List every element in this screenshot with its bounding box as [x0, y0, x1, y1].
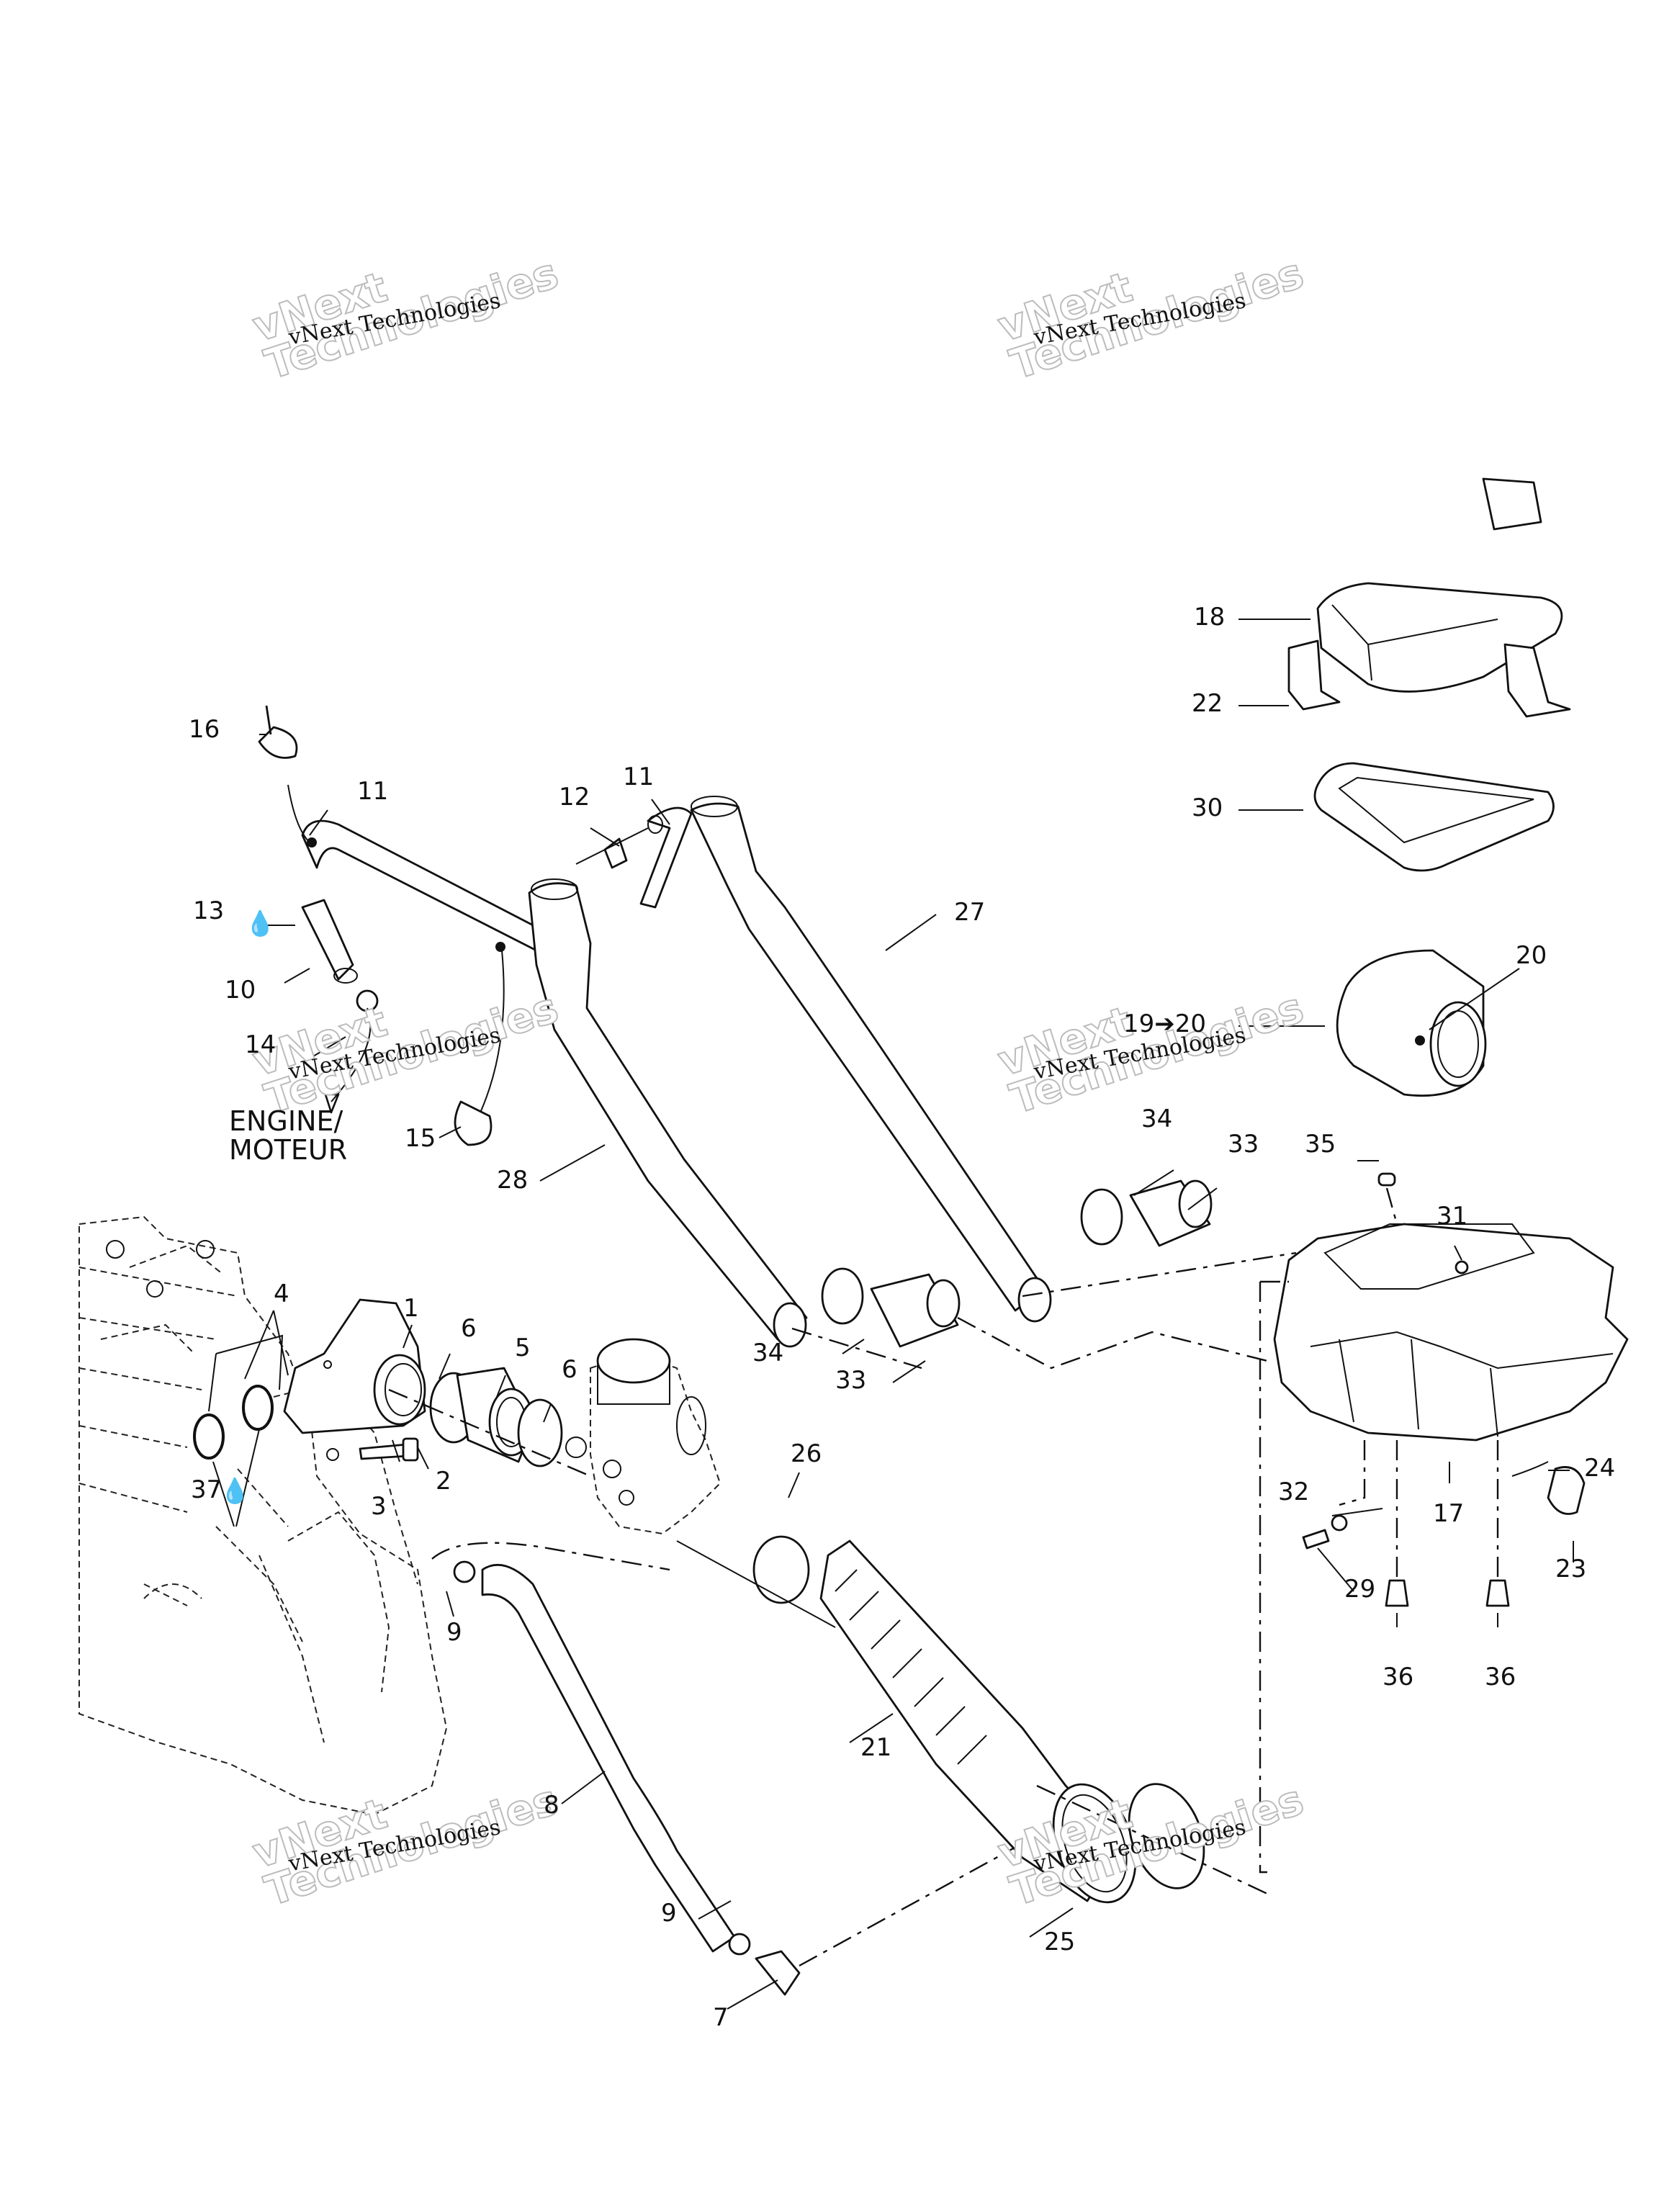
callout-8: 8	[544, 1791, 559, 1820]
callout-26: 26	[791, 1439, 822, 1468]
breather-hoses	[258, 705, 693, 1146]
couplers	[791, 1179, 1297, 1370]
callout-9: 9	[661, 1899, 677, 1928]
air-box	[1259, 1172, 1629, 1874]
callout-25: 25	[1044, 1928, 1076, 1956]
vent-hose	[431, 1542, 1023, 1996]
callout-20: 20	[1516, 941, 1547, 970]
callout-12: 12	[559, 783, 590, 811]
callout-34: 34	[752, 1339, 784, 1367]
callout-10: 10	[225, 976, 256, 1004]
callout-4: 4	[274, 1280, 289, 1308]
callout-22: 22	[1192, 689, 1223, 718]
intake-pipes	[528, 796, 1052, 1348]
leader-lines	[244, 619, 1574, 2010]
callout-6: 6	[562, 1355, 577, 1384]
callout-21: 21	[860, 1733, 892, 1762]
callout-27: 27	[954, 898, 986, 927]
callout-9: 9	[446, 1618, 462, 1647]
airbox-cover	[1287, 477, 1571, 872]
callout-28: 28	[497, 1166, 529, 1195]
callout-15: 15	[405, 1124, 436, 1153]
callout-31: 31	[1437, 1202, 1468, 1231]
callout-19-to-20: 19➔20	[1123, 1010, 1207, 1038]
callout-17: 17	[1433, 1499, 1465, 1528]
callout-35: 35	[1305, 1130, 1336, 1159]
lubricant-drop-icon: 💧	[220, 1477, 251, 1506]
air-filter	[1336, 949, 1487, 1097]
callout-5: 5	[515, 1334, 531, 1362]
intake-tube	[676, 1535, 1268, 1904]
callout-33: 33	[835, 1366, 867, 1395]
callout-7: 7	[713, 2003, 729, 2032]
callout-29: 29	[1344, 1575, 1376, 1604]
callout-23: 23	[1555, 1555, 1587, 1583]
callout-32: 32	[1278, 1478, 1310, 1506]
engine-outline	[78, 1215, 448, 1816]
callout-13: 13	[193, 896, 225, 925]
callout-11: 11	[357, 777, 389, 806]
callout-2: 2	[436, 1467, 451, 1496]
callout-34: 34	[1141, 1105, 1173, 1133]
o-rings	[193, 1334, 284, 1527]
callout-3: 3	[371, 1492, 387, 1521]
callout-6: 6	[461, 1314, 477, 1343]
intake-boot	[388, 1367, 591, 1478]
callout-1: 1	[403, 1294, 419, 1323]
callout-18: 18	[1194, 603, 1226, 631]
callout-37: 37	[191, 1475, 222, 1504]
lubricant-drop-icon: 💧	[245, 909, 276, 938]
callout-14: 14	[245, 1030, 276, 1059]
screw-and-washer	[359, 1437, 419, 1462]
engine-note: ENGINE/ MOTEUR	[229, 1105, 348, 1166]
carburetor	[565, 1338, 721, 1535]
callout-36: 36	[1382, 1663, 1414, 1691]
callout-24: 24	[1584, 1454, 1616, 1483]
callout-33: 33	[1228, 1130, 1259, 1159]
callout-16: 16	[189, 715, 220, 744]
callout-11: 11	[623, 763, 655, 791]
intake-adaptor	[283, 1298, 426, 1461]
callout-30: 30	[1192, 793, 1223, 822]
callout-36: 36	[1485, 1663, 1516, 1691]
